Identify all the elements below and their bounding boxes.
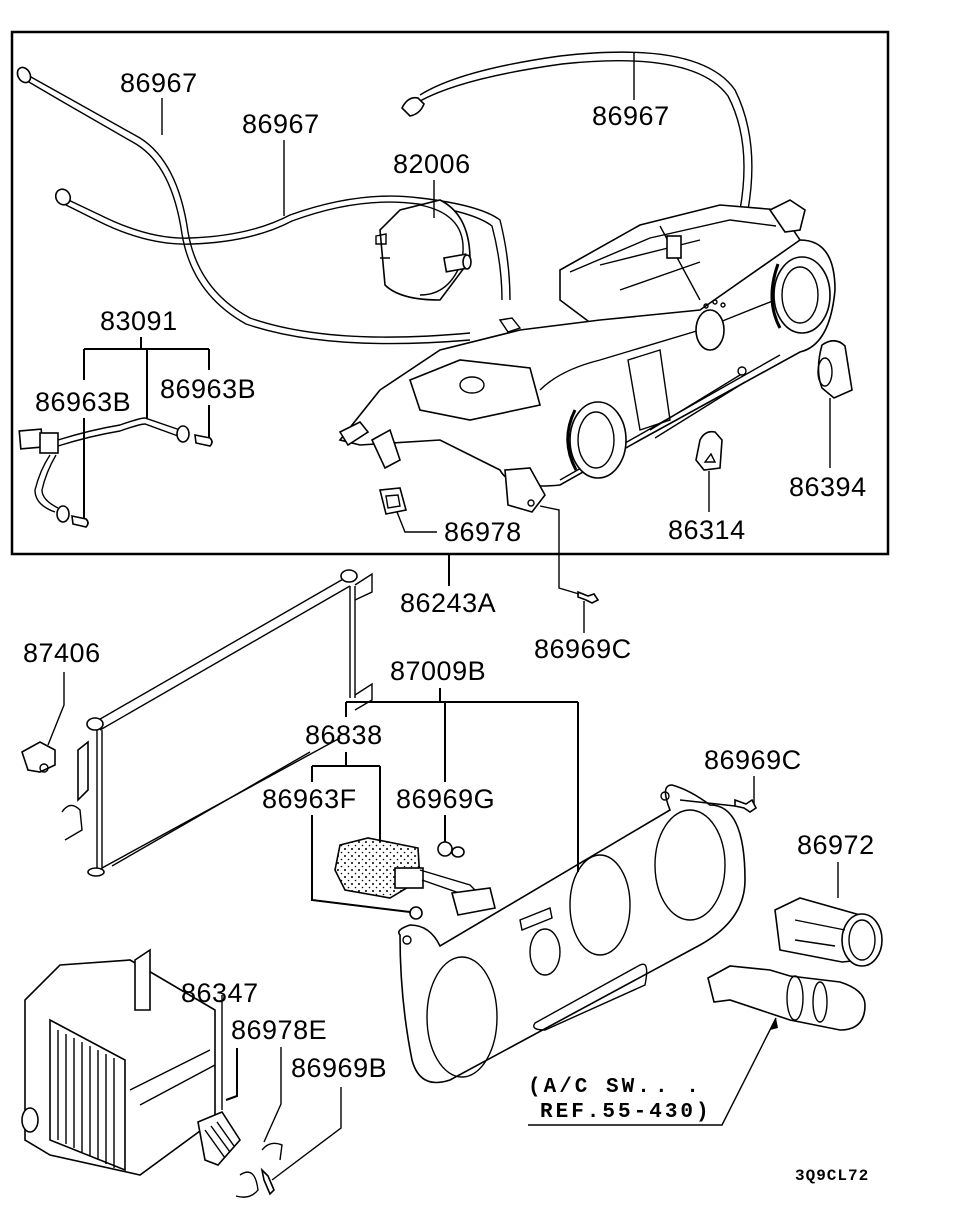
knob-86394[interactable] (817, 339, 853, 399)
callout-83091: 83091 (100, 306, 178, 336)
callout-86838: 86838 (305, 720, 383, 750)
diagram-code: 3Q9CL72 (795, 1167, 869, 1185)
screw-86969C-upper[interactable] (577, 590, 600, 604)
cable-left-upper[interactable] (15, 65, 471, 345)
callout-86963B-right: 86963B (160, 374, 256, 404)
callout-86963B-left: 86963B (35, 387, 131, 417)
callout-86314: 86314 (668, 515, 746, 545)
callout-86967-c: 86967 (592, 101, 670, 131)
heater-unit-86347[interactable] (21, 948, 216, 1176)
callout-86978E: 86978E (231, 1015, 327, 1045)
screw-86969G[interactable] (437, 841, 465, 858)
callout-86967-a: 86967 (120, 68, 198, 98)
callout-86969C-right: 86969C (704, 745, 802, 775)
reference-note-dots: . . (655, 1076, 702, 1099)
lamp-86963F[interactable] (334, 837, 496, 920)
harness-83091[interactable] (18, 417, 213, 528)
callout-86978: 86978 (444, 517, 522, 547)
condenser-core[interactable] (61, 569, 373, 877)
switch-knob-86972[interactable] (774, 897, 883, 967)
callout-87009B: 87009B (390, 656, 486, 686)
faceplate-87009B[interactable] (397, 784, 746, 1084)
callout-86963F: 86963F (262, 784, 357, 814)
screw-86969C-right[interactable] (679, 798, 758, 813)
reference-note-line1: (A/C SW. (528, 1076, 653, 1099)
callout-86969C-upper: 86969C (534, 634, 632, 664)
callout-86969G: 86969G (396, 784, 495, 814)
clip-86978[interactable] (378, 487, 407, 515)
control-assembly-86243A[interactable] (338, 199, 836, 513)
callout-86972: 86972 (797, 830, 875, 860)
ac-switch[interactable] (707, 965, 866, 1031)
motor-82006[interactable] (375, 199, 472, 301)
callout-86243A: 86243A (400, 588, 496, 618)
callout-86969B: 86969B (291, 1053, 387, 1083)
leader-lines (47, 53, 839, 1181)
sensor-87406[interactable] (21, 741, 56, 773)
callout-86394: 86394 (789, 472, 867, 502)
assembly-frame (10, 30, 890, 556)
callout-87406: 87406 (23, 638, 101, 668)
callout-86347: 86347 (181, 978, 259, 1008)
callout-82006: 82006 (393, 149, 471, 179)
callout-86967-b: 86967 (242, 109, 320, 139)
reference-note-line2: REF.55-430) (540, 1101, 712, 1124)
cable-left-lower[interactable] (53, 187, 511, 301)
knob-86314[interactable] (695, 430, 723, 471)
screw-86969B[interactable] (260, 1167, 275, 1196)
resistor-86978E[interactable] (197, 1111, 283, 1198)
cable-right[interactable] (401, 51, 753, 211)
